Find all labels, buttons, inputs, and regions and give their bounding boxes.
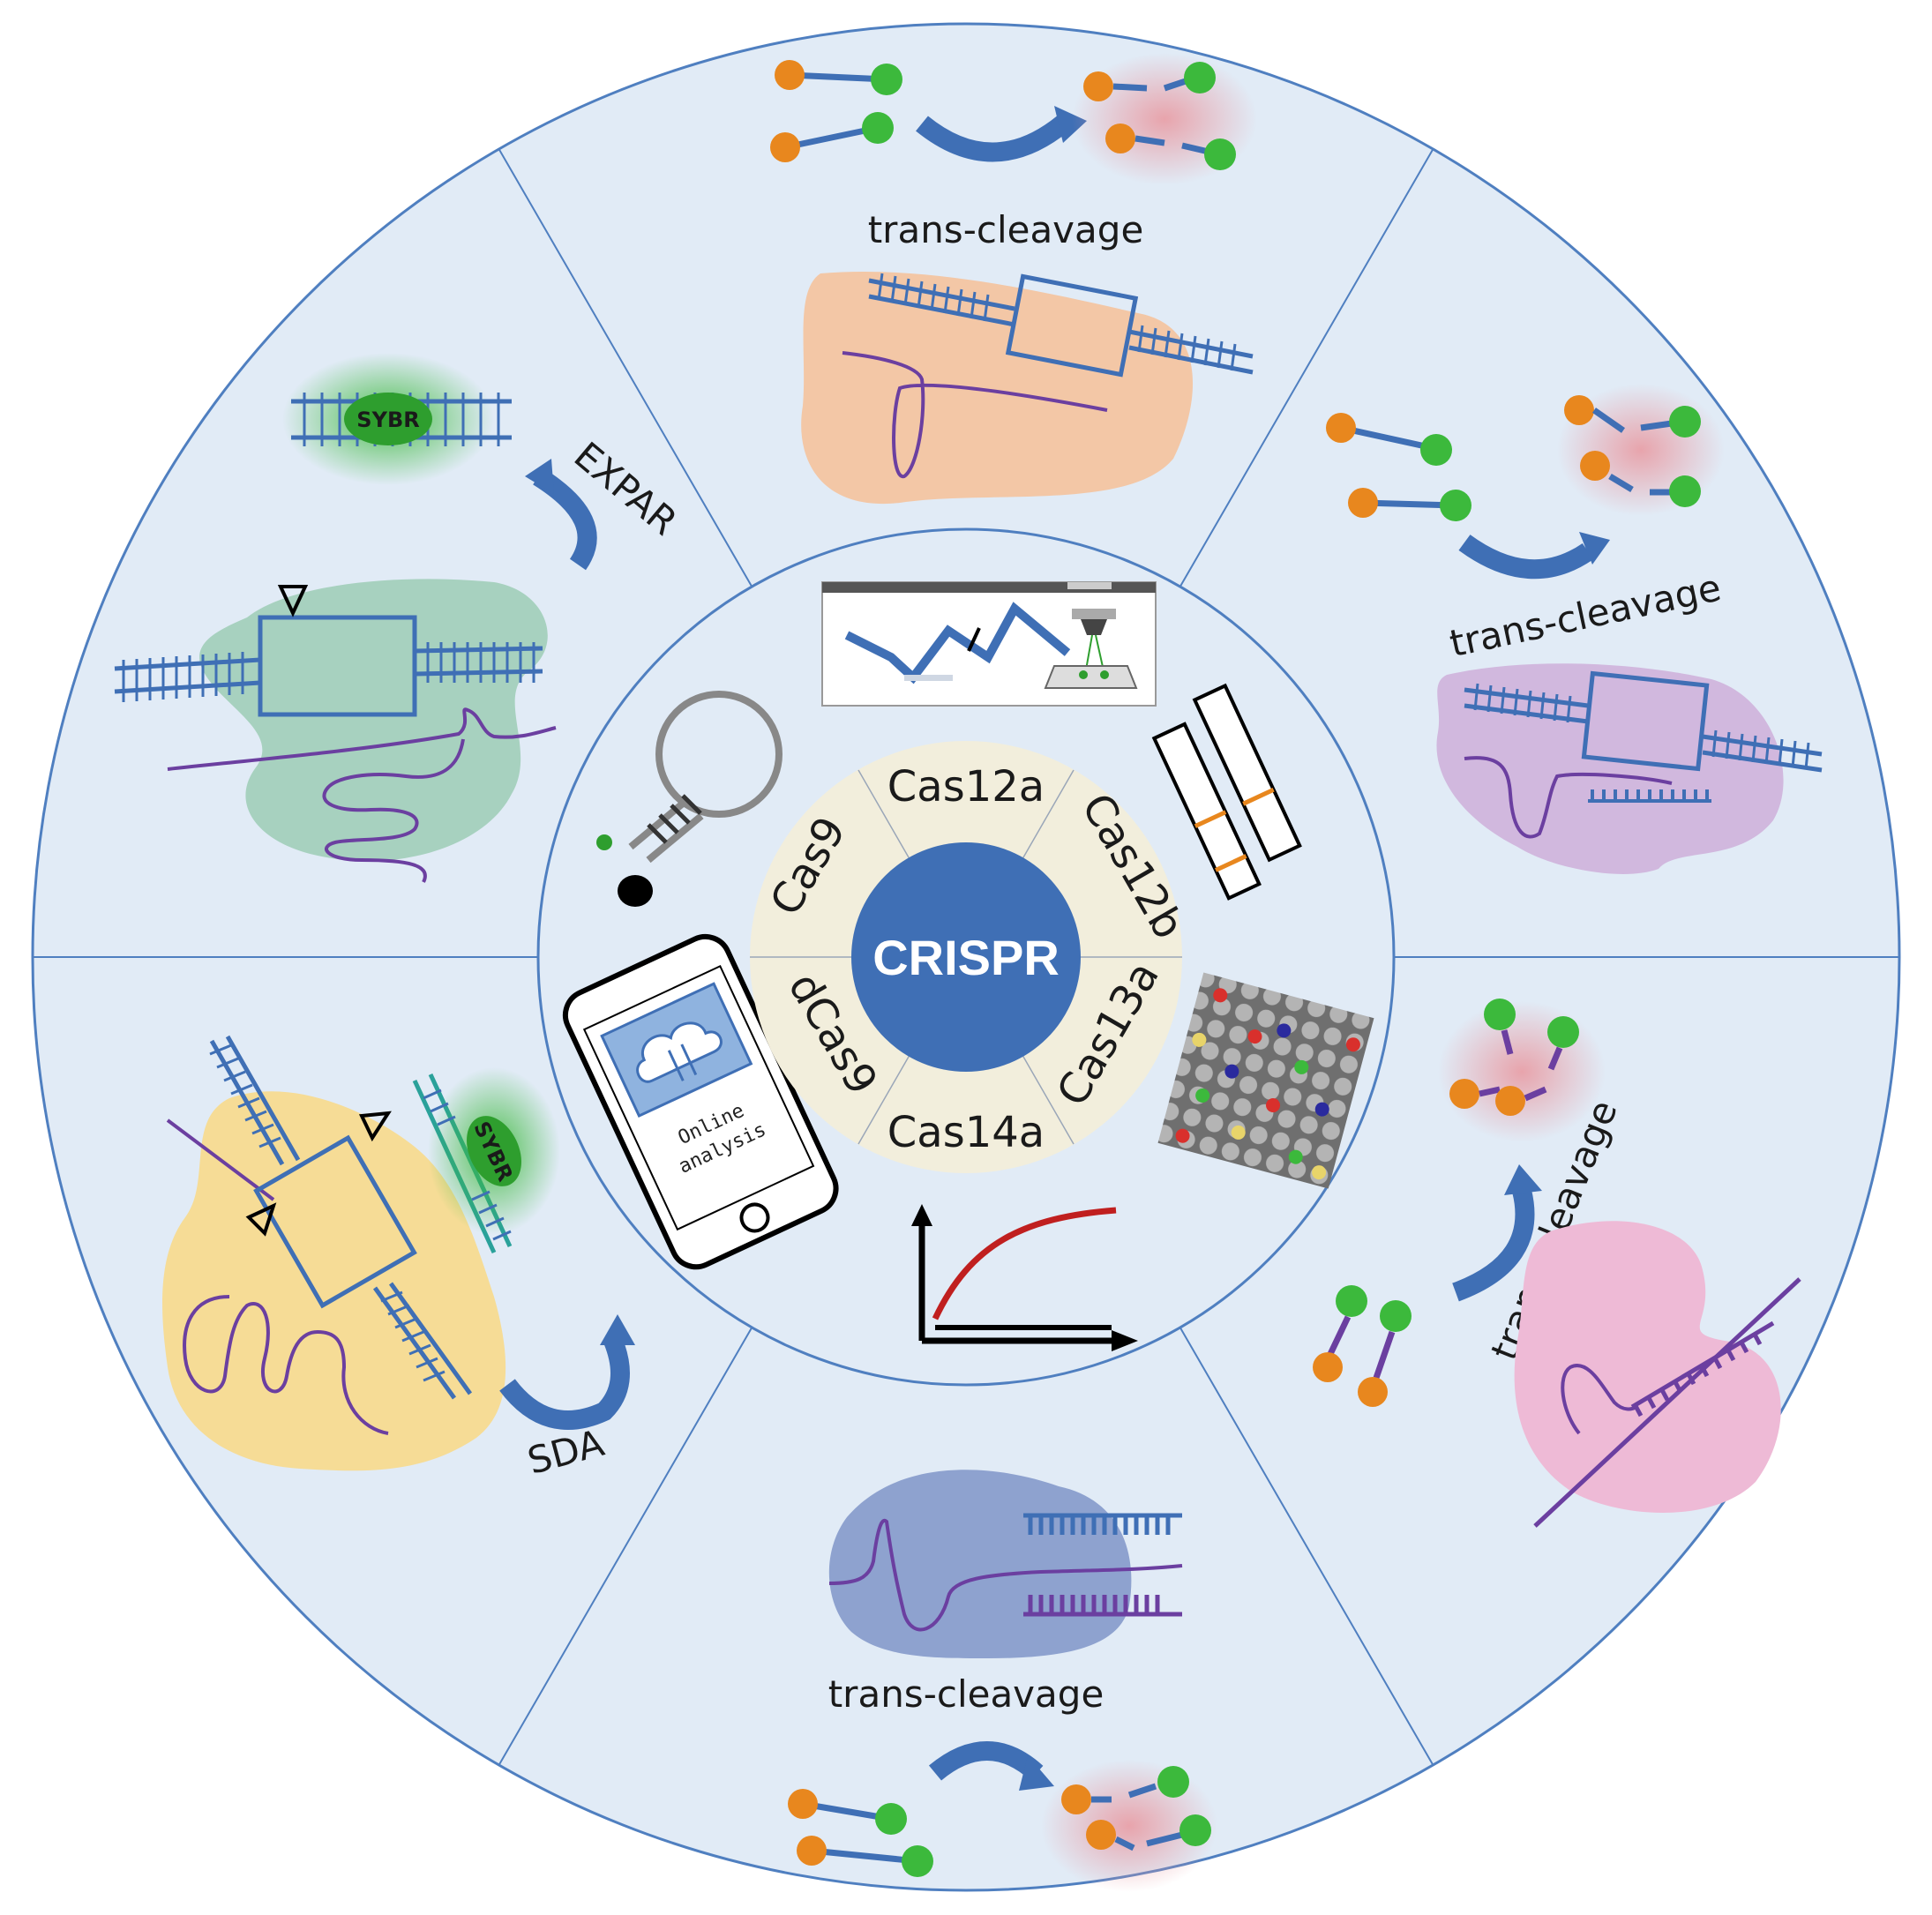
smartphone-icon: Online analysis (562, 933, 839, 1270)
sybr-dye: SYBR (344, 393, 432, 445)
cloud-icon (636, 1021, 723, 1083)
crrna-strand (322, 738, 465, 883)
reaction-arrow (916, 116, 1069, 162)
lateral-flow-strip-icon (1151, 683, 1302, 901)
microwell-array-icon (1157, 972, 1374, 1189)
crrna-strand (842, 351, 1108, 479)
reporter-group-cleaved (1438, 999, 1606, 1142)
dna-duplex (1464, 670, 1823, 773)
cas-protein-label: Cas14a (887, 1108, 1045, 1157)
nick-marker (277, 585, 309, 617)
crrna-strand (183, 1295, 389, 1435)
nick-marker (358, 1111, 392, 1142)
trans-cleavage-label: trans-cleavage (868, 208, 1144, 251)
fluorescence-curve-icon (911, 1204, 1138, 1351)
target-strand (166, 1118, 275, 1201)
section-upper-left: SYBR EXPAR (114, 353, 685, 883)
protein-blob-yellow (162, 1091, 506, 1471)
reporter-group-cleaved (1041, 1760, 1217, 1892)
reporter-group-intact (788, 1789, 933, 1877)
microfluidic-icon (821, 581, 1157, 707)
crispr-label: CRISPR (872, 930, 1060, 985)
section-top: trans-cleavage (770, 53, 1257, 505)
reaction-arrow (1458, 535, 1594, 580)
reporter-group-intact (1313, 1285, 1412, 1407)
reporter-group-cleaved (1557, 384, 1725, 516)
reporter-group-intact (1326, 413, 1471, 521)
section-lower-left: SYBR SDA (162, 1035, 635, 1483)
protein-blob-blue (828, 1470, 1132, 1658)
crispr-center: CRISPR (851, 842, 1081, 1072)
reaction-arrow (1452, 1188, 1535, 1302)
nick-marker (245, 1202, 277, 1237)
reaction-arrow (499, 1336, 630, 1430)
target-strand (1533, 1277, 1801, 1528)
cleaved-rna (1023, 1595, 1182, 1617)
crrna-strand (1561, 1364, 1638, 1435)
section-bottom: trans-cleavage (788, 1470, 1217, 1892)
crrna-strand (167, 707, 557, 771)
sybr-label: SYBR (356, 408, 419, 432)
protein-blob-pink (1514, 1221, 1781, 1513)
reporter-group-cleaved (1072, 53, 1257, 185)
reporter-group-intact (770, 60, 902, 162)
target-strand (828, 1518, 1183, 1632)
molecular-beacon-icon (596, 691, 783, 907)
protein-blob-purple (1436, 663, 1784, 874)
trans-cleavage-label: trans-cleavage (828, 1672, 1105, 1716)
section-lower-right: trans-cleavage (1313, 999, 1801, 1528)
cleaved-dna (1023, 1513, 1182, 1535)
inner-ring: Online analysis (536, 527, 1396, 1387)
protein-blob-orange (801, 272, 1194, 505)
cas-protein-label: Cas12a (887, 762, 1045, 812)
crrna-strand (1464, 756, 1673, 839)
